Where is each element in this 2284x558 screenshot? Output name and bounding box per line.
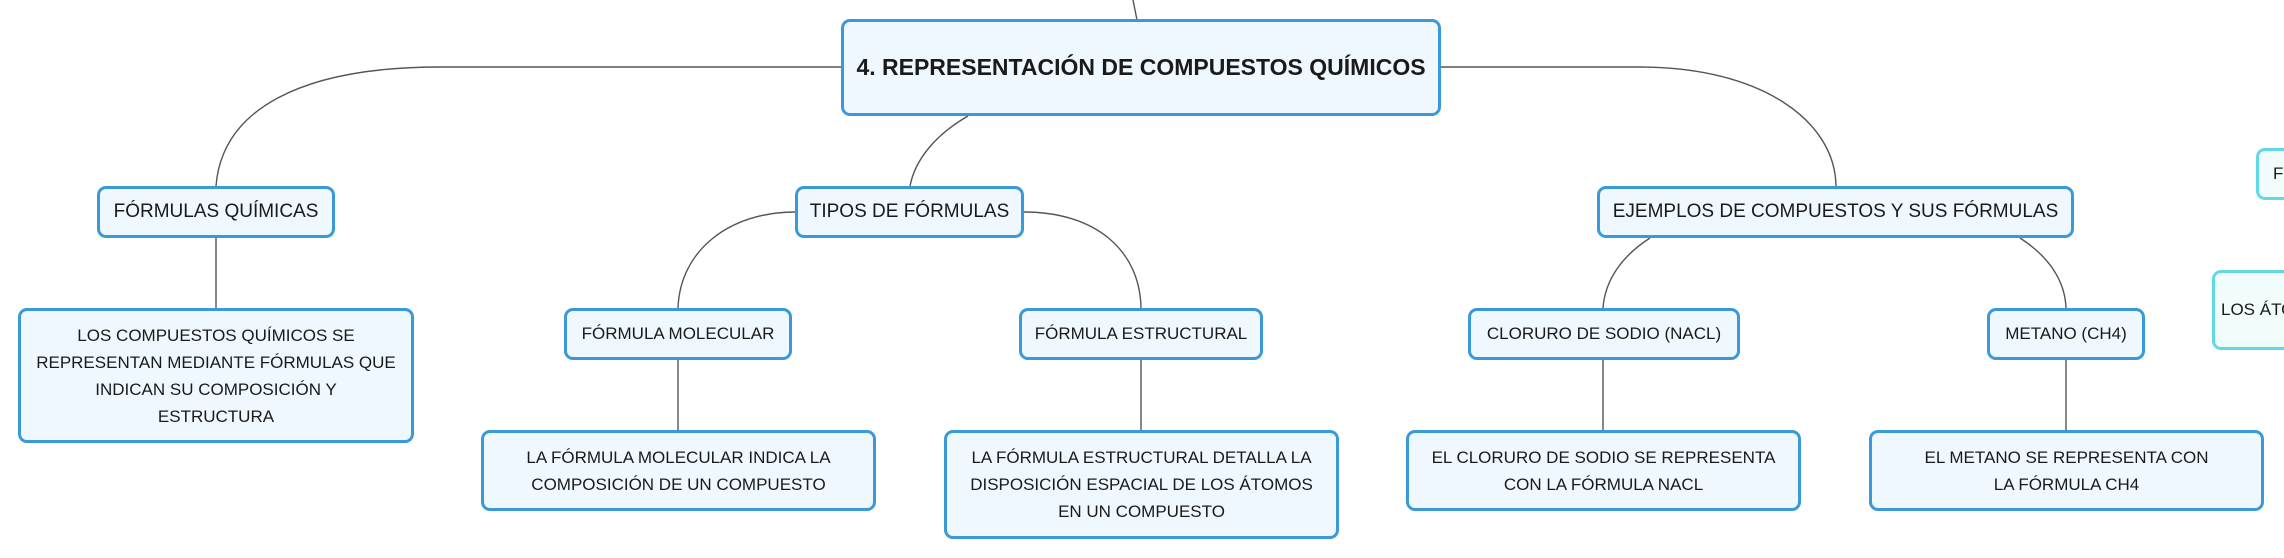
detail-metano[interactable]: EL METANO SE REPRESENTA CON LA FÓRMULA C… xyxy=(1869,430,2264,511)
detail-formula-molecular-text: LA FÓRMULA MOLECULAR INDICA LA COMPOSICI… xyxy=(526,447,831,494)
topic-formula-molecular-label: FÓRMULA MOLECULAR xyxy=(581,324,775,343)
offscreen-topic-top-text: F xyxy=(2273,164,2284,183)
topic-formulas-quimicas[interactable]: FÓRMULAS QUÍMICAS xyxy=(97,186,335,238)
link-root-formulas xyxy=(215,66,841,187)
offscreen-topic-mid-text: LOS ÁTO xyxy=(2221,300,2284,319)
detail-formula-estructural-text: LA FÓRMULA ESTRUCTURAL DETALLA LA DISPOS… xyxy=(970,448,1313,521)
detail-formula-estructural[interactable]: LA FÓRMULA ESTRUCTURAL DETALLA LA DISPOS… xyxy=(944,430,1339,539)
detail-cloruro-sodio[interactable]: EL CLORURO DE SODIO SE REPRESENTA CON LA… xyxy=(1406,430,1801,511)
topic-formula-molecular[interactable]: FÓRMULA MOLECULAR xyxy=(564,308,792,360)
detail-formula-molecular[interactable]: LA FÓRMULA MOLECULAR INDICA LA COMPOSICI… xyxy=(481,430,876,511)
detail-cloruro-sodio-text: EL CLORURO DE SODIO SE REPRESENTA CON LA… xyxy=(1431,447,1776,494)
topic-formula-estructural-label: FÓRMULA ESTRUCTURAL xyxy=(1034,324,1248,343)
topic-ejemplos[interactable]: EJEMPLOS DE COMPUESTOS Y SUS FÓRMULAS xyxy=(1597,186,2074,238)
link-tipos-molecular xyxy=(677,211,796,309)
link-root-tipos xyxy=(909,115,969,187)
link-tipos-estructural xyxy=(1023,211,1142,309)
offscreen-topic-mid[interactable]: LOS ÁTO xyxy=(2212,270,2284,350)
topic-metano-label: METANO (CH4) xyxy=(2005,324,2127,343)
link-top-incoming xyxy=(1132,0,1138,21)
detail-formulas-quimicas-text: LOS COMPUESTOS QUÍMICOS SE REPRESENTAN M… xyxy=(36,325,396,426)
detail-metano-text: EL METANO SE REPRESENTA CON LA FÓRMULA C… xyxy=(1924,447,2209,494)
topic-metano[interactable]: METANO (CH4) xyxy=(1987,308,2145,360)
link-ejemplos-cloruro xyxy=(1602,237,1651,309)
topic-tipos-formulas[interactable]: TIPOS DE FÓRMULAS xyxy=(795,186,1024,238)
topic-formula-estructural[interactable]: FÓRMULA ESTRUCTURAL xyxy=(1019,308,1263,360)
link-ejemplos-metano xyxy=(2019,237,2067,309)
topic-cloruro-sodio-label: CLORURO DE SODIO (NACL) xyxy=(1486,324,1722,343)
topic-tipos-formulas-label: TIPOS DE FÓRMULAS xyxy=(809,201,1010,222)
root-topic[interactable]: 4. REPRESENTACIÓN DE COMPUESTOS QUÍMICOS xyxy=(841,19,1441,116)
topic-cloruro-sodio[interactable]: CLORURO DE SODIO (NACL) xyxy=(1468,308,1740,360)
root-topic-label: 4. REPRESENTACIÓN DE COMPUESTOS QUÍMICOS xyxy=(856,54,1426,80)
topic-formulas-quimicas-label: FÓRMULAS QUÍMICAS xyxy=(113,201,319,222)
link-root-ejemplos xyxy=(1440,66,1837,187)
topic-ejemplos-label: EJEMPLOS DE COMPUESTOS Y SUS FÓRMULAS xyxy=(1612,201,2059,222)
offscreen-topic-top[interactable]: F xyxy=(2256,148,2284,200)
detail-formulas-quimicas[interactable]: LOS COMPUESTOS QUÍMICOS SE REPRESENTAN M… xyxy=(18,308,414,443)
